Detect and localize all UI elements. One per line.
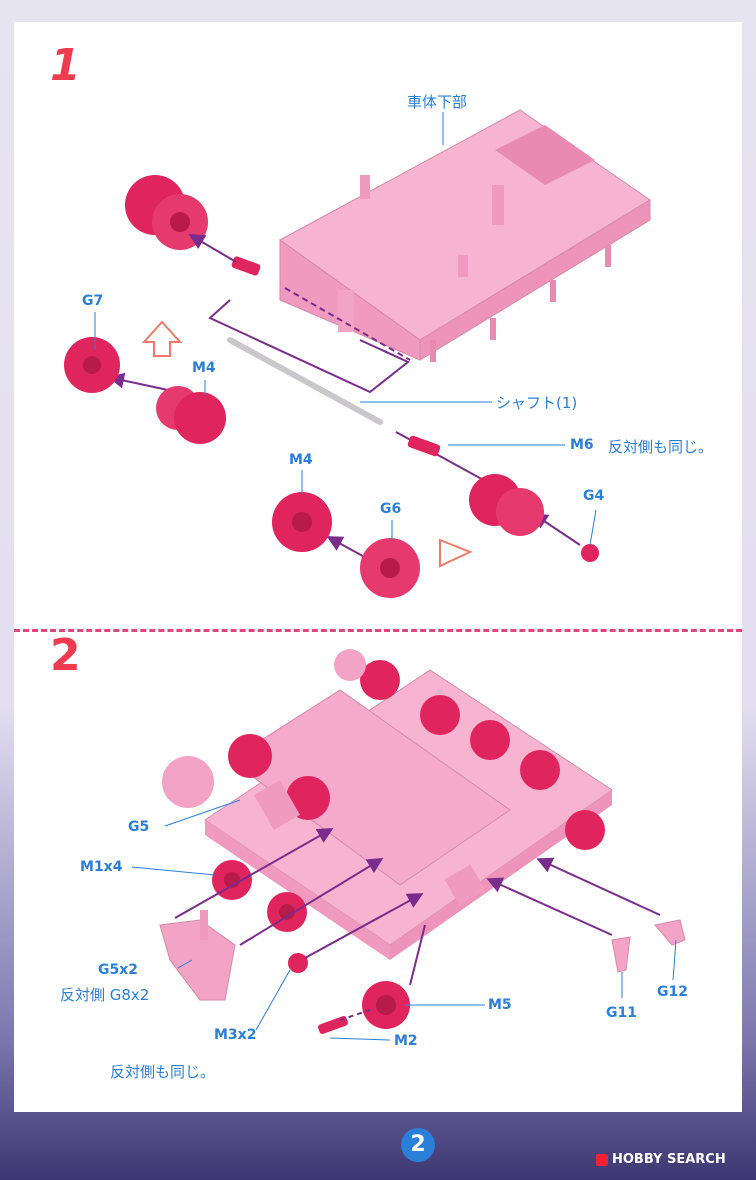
watermark: HOBBY SEARCH — [596, 1152, 726, 1167]
label-m1x4: M1x4 — [80, 859, 123, 875]
label-m5: M5 — [488, 997, 512, 1013]
lower-hull-part — [279, 109, 651, 362]
step-divider — [14, 629, 742, 632]
label-lower-hull: 車体下部 — [407, 93, 468, 111]
label-shaft: シャフト(1) — [496, 394, 578, 412]
label-g11: G11 — [606, 1005, 637, 1021]
label-m2: M2 — [394, 1033, 418, 1049]
direction-arrow-up — [141, 320, 183, 357]
sprocket-part-m4-left — [156, 386, 226, 444]
suspension-bracket-g5 — [159, 910, 236, 1001]
road-wheels-mounted — [162, 649, 605, 850]
label-m6-note: 反対側も同じ。 — [608, 438, 714, 456]
label-m6: M6 — [570, 437, 594, 453]
label-g6: G6 — [380, 501, 402, 517]
label-opposite-g8: 反対側 G8x2 — [60, 986, 150, 1004]
label-m4-bottom: M4 — [289, 452, 313, 468]
label-g4: G4 — [583, 488, 605, 504]
chassis-part — [204, 669, 613, 960]
label-g7: G7 — [82, 293, 104, 309]
road-wheel-m1-a — [212, 860, 252, 900]
sprocket-part-m4-bottom — [272, 492, 332, 552]
label-g5x2: G5x2 — [98, 962, 139, 978]
sprocket-part-g6 — [360, 538, 420, 598]
step-number-1: 1 — [50, 40, 81, 91]
sprocket-part-right — [469, 474, 544, 536]
label-m4-left: M4 — [192, 360, 216, 376]
sprocket-part-top — [125, 175, 208, 250]
watermark-text: HOBBY SEARCH — [612, 1152, 726, 1167]
road-wheel-m5 — [362, 981, 410, 1029]
label-g5: G5 — [128, 819, 150, 835]
page-number-badge: 2 — [401, 1128, 435, 1162]
watermark-logo-icon — [596, 1153, 608, 1166]
label-same-note: 反対側も同じ。 — [110, 1063, 216, 1081]
label-g12: G12 — [657, 984, 688, 1000]
step-number-2: 2 — [50, 630, 81, 681]
label-m3x2: M3x2 — [214, 1027, 257, 1043]
sprocket-part-g7 — [64, 337, 120, 393]
